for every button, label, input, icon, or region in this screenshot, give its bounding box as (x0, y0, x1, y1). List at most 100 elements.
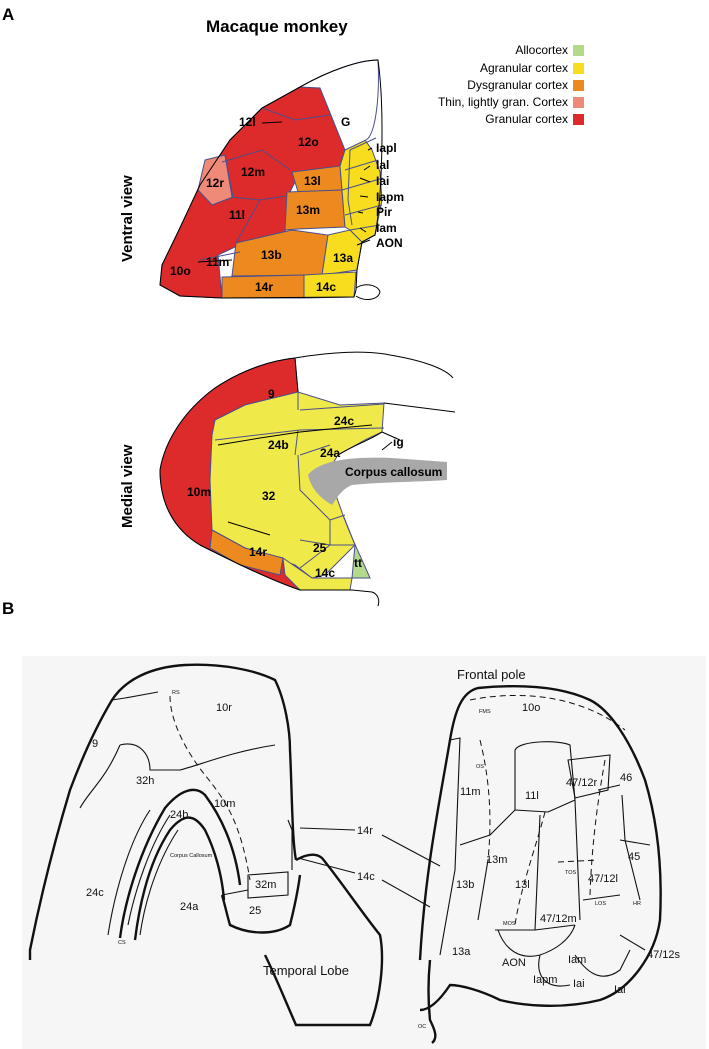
area-11l-box (514, 741, 576, 813)
label-14c: 14c (316, 280, 336, 294)
medial-drawing (28, 663, 384, 1027)
label-tos: TOS (565, 870, 577, 876)
upper-boundary-line (111, 691, 159, 701)
legend-swatch-granular (573, 114, 584, 125)
os-sulcus (479, 739, 491, 861)
label-11m: 11m (206, 255, 229, 269)
label-iapm: Iapm (376, 190, 404, 204)
medial-view-label: Medial view (119, 444, 136, 528)
label-b-24a: 24a (180, 901, 199, 913)
label-4712l: 47/12l (588, 873, 618, 885)
label-aon: AON (376, 236, 403, 250)
legend-label-allocortex: Allocortex (515, 43, 568, 57)
legend-swatch-allocortex (573, 45, 584, 56)
area-13-lines (459, 784, 651, 931)
label-iam: Iam (376, 221, 397, 235)
mos-sulcus (514, 811, 546, 926)
label-os: OS (476, 764, 484, 770)
label-12o: 12o (298, 135, 319, 149)
label-b-14c: 14c (357, 871, 375, 883)
label-tt: tt (354, 556, 362, 570)
label-pir: Pir (376, 205, 392, 219)
label-iapl: Iapl (376, 141, 397, 155)
orbital-sulcus-line (197, 259, 233, 263)
border-lines-medial (214, 392, 385, 569)
label-b-9: 9 (92, 738, 98, 750)
area-4712s-leader (619, 934, 646, 951)
label-ial: Ial (376, 158, 389, 172)
label-4712r: 47/12r (566, 777, 598, 789)
label-4712m: 47/12m (540, 913, 577, 925)
legend-label-thin-gran: Thin, lightly gran. Cortex (438, 95, 568, 109)
label-b-25: 25 (249, 905, 261, 917)
label-13b: 13b (261, 248, 282, 262)
ventral-view-map (159, 59, 384, 300)
olfactory-tract (427, 959, 437, 1044)
legend-label-agranular: Agranular cortex (480, 61, 568, 75)
label-10r: 10r (216, 702, 232, 714)
panel-b-letter: B (2, 599, 14, 618)
label-mos: MOS (503, 921, 516, 927)
ventral-outline (159, 59, 383, 299)
label-b-10o: 10o (522, 702, 540, 714)
label-b-13b: 13b (456, 879, 474, 891)
label-corpus-callosum: Corpus callosum (345, 465, 442, 479)
label-13m: 13m (296, 203, 320, 217)
legend-swatch-dysgranular (573, 80, 584, 91)
area-4712r-box (567, 754, 611, 799)
label-9: 9 (268, 387, 275, 401)
label-g: G (341, 115, 350, 129)
leader-14c (297, 857, 431, 908)
label-b-13a: 13a (452, 946, 471, 958)
label-b-aon: AON (502, 957, 526, 969)
rs-sulcus (169, 695, 251, 881)
label-12m: 12m (241, 165, 265, 179)
legend-swatch-agranular (573, 63, 584, 74)
area-10r-boundary (119, 743, 276, 771)
label-b-iai: Iai (573, 978, 585, 990)
fms-sulcus (469, 694, 626, 731)
legend-label-granular: Granular cortex (485, 112, 568, 126)
legend: Allocortex Agranular cortex Dysgranular … (438, 43, 584, 126)
label-hr: HR (633, 901, 641, 907)
label-4712s: 47/12s (647, 949, 681, 961)
label-24c: 24c (334, 414, 354, 428)
label-frontal-pole: Frontal pole (457, 667, 526, 682)
label-10m: 10m (187, 485, 211, 499)
region-12r (197, 154, 234, 206)
area-24a-boundary (221, 889, 249, 896)
genu-curve (220, 874, 302, 934)
label-11l: 11l (229, 208, 245, 222)
label-13l: 13l (304, 174, 321, 188)
label-10o: 10o (170, 264, 191, 278)
label-12l: 12l (239, 115, 256, 129)
medial-view-map (159, 351, 456, 607)
label-32: 32 (262, 489, 276, 503)
label-32h: 32h (136, 775, 154, 787)
panel-a-letter: A (2, 5, 14, 24)
label-24a: 24a (320, 446, 340, 460)
olfactory-bulb-outline (355, 284, 381, 300)
label-b-ial: Ial (614, 984, 626, 996)
medial-brain-outline (28, 663, 298, 960)
label-b-corpus-callosum: Corpus Callosum (170, 853, 213, 859)
label-b-11m: 11m (460, 786, 481, 798)
panel-b-background (22, 656, 706, 1049)
label-12r: 12r (206, 176, 224, 190)
label-temporal-lobe: Temporal Lobe (263, 963, 349, 978)
sulcus-fold-line (287, 819, 293, 870)
label-b-13m: 13m (486, 854, 507, 866)
label-b-iam: Iam (568, 954, 586, 966)
label-b-iapm: Iapm (533, 974, 557, 986)
label-46: 46 (620, 772, 632, 784)
region-tt (342, 514, 371, 579)
corpus-callosum-outline (118, 788, 242, 941)
label-25: 25 (313, 541, 327, 555)
region-corpus-callosum (308, 457, 447, 505)
label-fms: FMS (479, 709, 491, 715)
label-ig: ig (393, 435, 404, 449)
ventral-view-label: Ventral view (119, 175, 136, 262)
legend-label-dysgranular: Dysgranular cortex (467, 78, 568, 92)
label-45: 45 (628, 851, 640, 863)
label-cs: CS (118, 940, 126, 946)
